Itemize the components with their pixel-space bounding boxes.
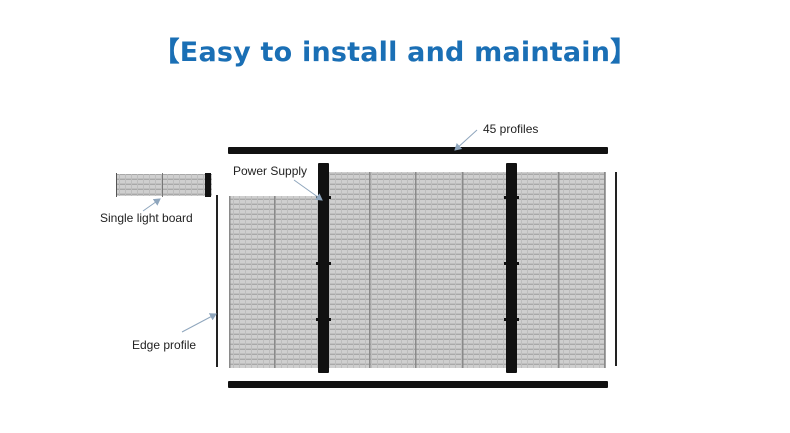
arrow-power-supply: [293, 179, 323, 201]
arrow-single-light-board: [142, 198, 161, 212]
arrow-edge-profile: [181, 313, 217, 333]
label-single-light-board: Single light board: [100, 211, 193, 225]
led-panel-main: [327, 172, 606, 368]
power-supply-bar-1: [316, 163, 331, 373]
led-panel-left: [229, 196, 318, 368]
edge-profile-right: [615, 172, 617, 366]
bottom-profile-bar: [228, 381, 608, 388]
edge-profile-left: [216, 195, 218, 367]
power-supply-bar-2: [504, 163, 519, 373]
top-profile-bar: [228, 147, 608, 154]
label-45-profiles: 45 profiles: [483, 122, 539, 136]
arrow-45-profiles: [454, 129, 478, 151]
label-edge-profile: Edge profile: [132, 338, 197, 352]
page-title: 【Easy to install and maintain】: [152, 37, 638, 68]
label-power-supply: Power Supply: [233, 164, 308, 178]
single-light-board: [116, 173, 212, 197]
